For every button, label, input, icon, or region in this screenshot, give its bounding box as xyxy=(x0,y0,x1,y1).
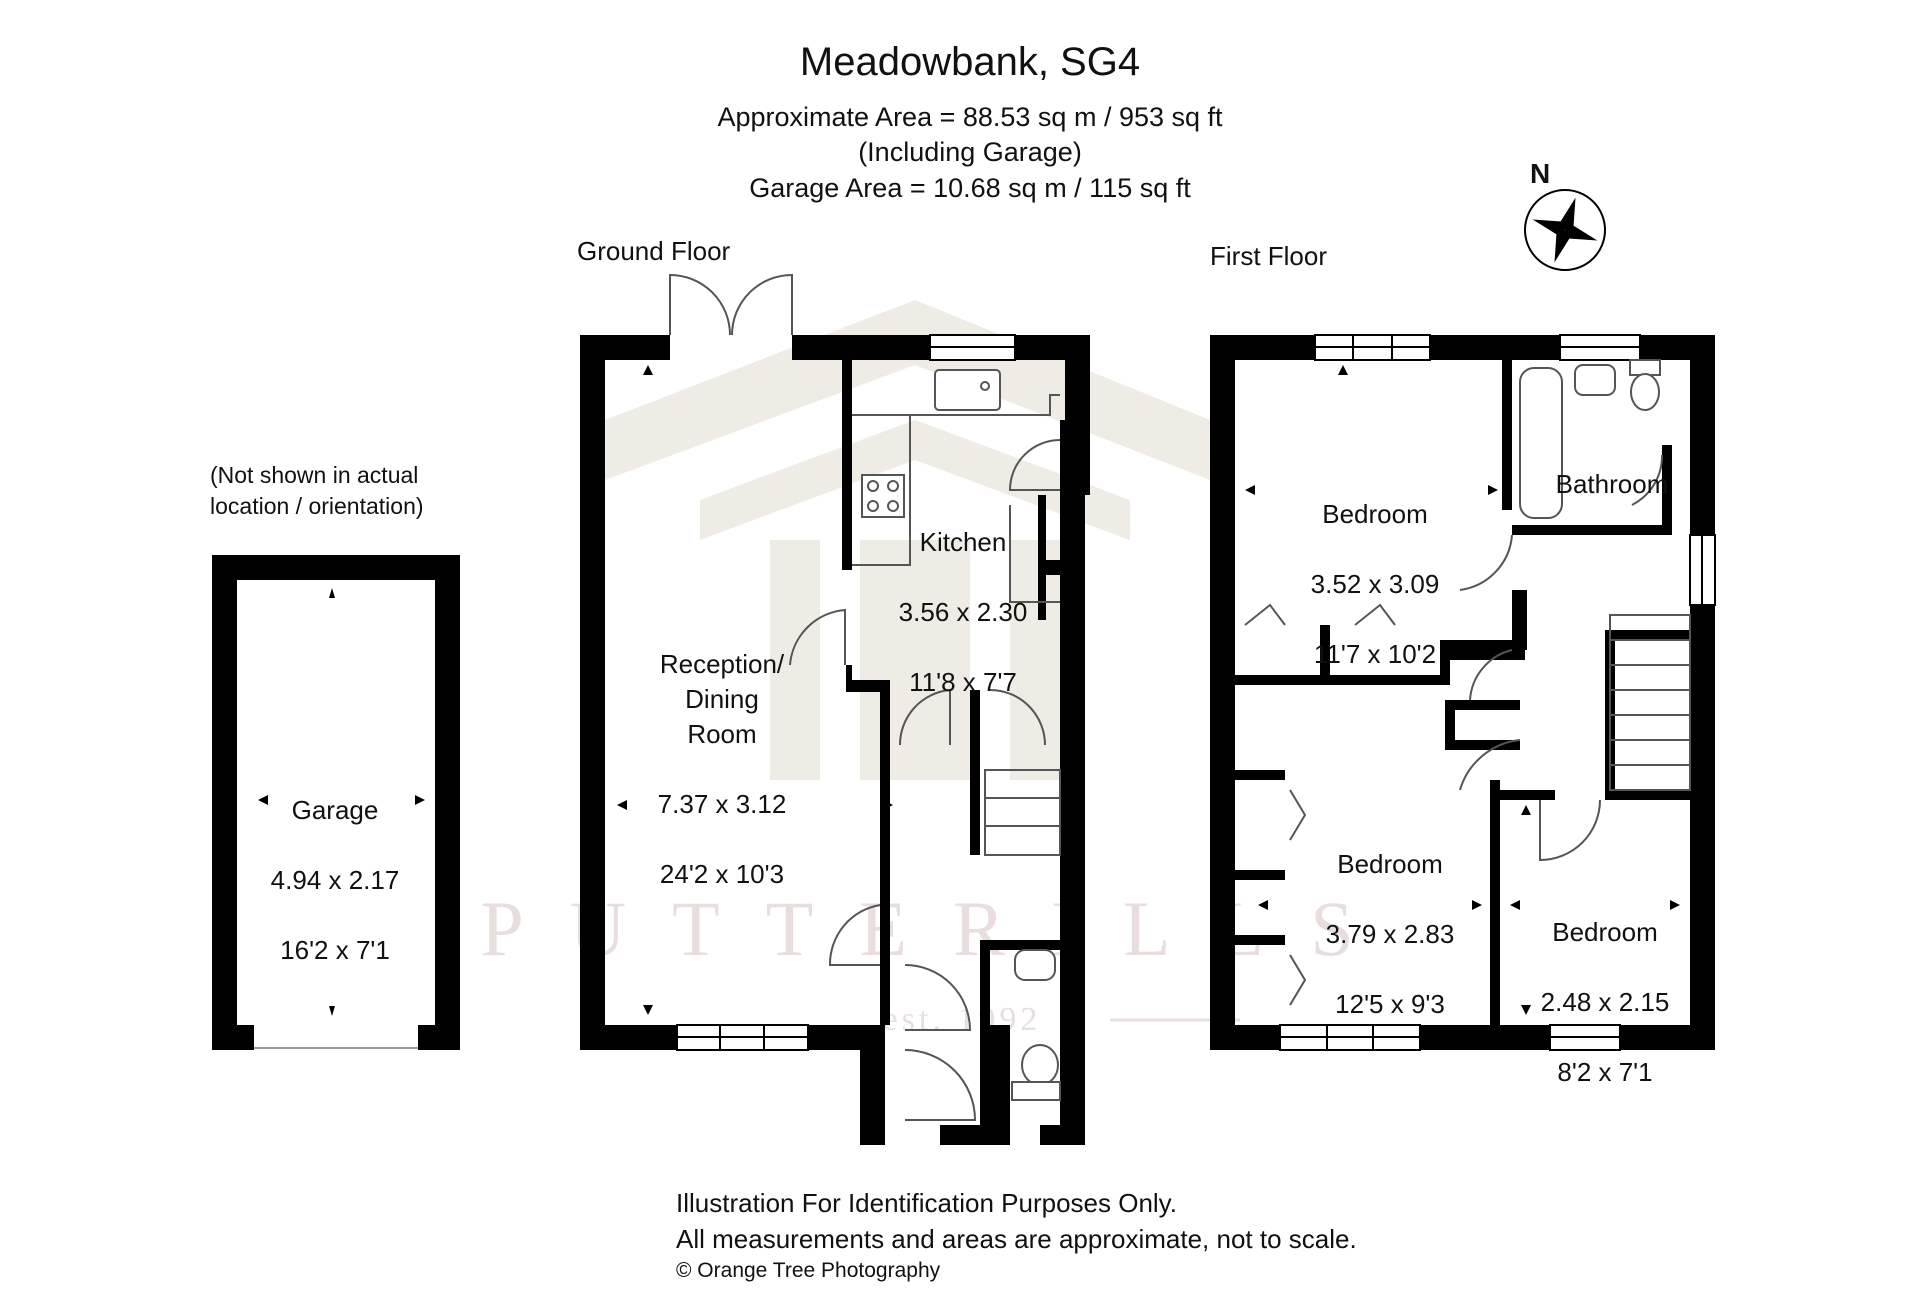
footer-credit: © Orange Tree Photography xyxy=(676,1259,941,1282)
room-metric: 3.79 x 2.83 xyxy=(1325,919,1455,949)
room-imperial: 16'2 x 7'1 xyxy=(280,935,390,965)
room-imperial: 11'7 x 10'2 xyxy=(1313,639,1437,669)
dimension-arrows xyxy=(258,365,1680,1015)
including-garage-note: (Including Garage) xyxy=(858,137,1082,167)
french-doors xyxy=(669,273,793,336)
north-label: N xyxy=(1530,158,1551,189)
ground-floor-label: Ground Floor xyxy=(577,236,731,266)
room-metric: 2.48 x 2.15 xyxy=(1540,987,1670,1017)
room-metric: 3.56 x 2.30 xyxy=(898,597,1028,627)
room-imperial: 12'5 x 9'3 xyxy=(1335,989,1445,1019)
watermark-est: est. 1992 xyxy=(883,1001,1042,1038)
room-bedroom-1: Bedroom 3.52 x 3.09 11'7 x 10'2 xyxy=(1311,462,1440,707)
first-floor-walls xyxy=(1210,335,1715,1050)
garage-location-note: (Not shown in actual location / orientat… xyxy=(210,462,424,519)
room-name: Bedroom xyxy=(1552,917,1658,947)
footer-measurements-note: All measurements and areas are approxima… xyxy=(676,1224,1357,1254)
first-fittings xyxy=(1244,359,1691,1006)
room-metric: 3.52 x 3.09 xyxy=(1310,569,1440,599)
page-title: Meadowbank, SG4 xyxy=(799,40,1141,84)
room-bedroom-3: Bedroom 2.48 x 2.15 8'2 x 7'1 xyxy=(1541,880,1670,1125)
room-bedroom-2: Bedroom 3.79 x 2.83 12'5 x 9'3 xyxy=(1326,812,1455,1057)
kitchen-fittings xyxy=(789,369,1061,1121)
room-name: Kitchen xyxy=(919,527,1007,557)
room-name: Garage xyxy=(291,795,379,825)
approximate-area: Approximate Area = 88.53 sq m / 953 sq f… xyxy=(717,102,1223,132)
room-metric: 4.94 x 2.17 xyxy=(270,865,400,895)
ground-floor-walls xyxy=(580,335,1090,1145)
room-bathroom: Bathroom xyxy=(1556,432,1669,537)
room-name: Bedroom xyxy=(1337,849,1443,879)
room-imperial: 11'8 x 7'7 xyxy=(909,667,1017,697)
room-name: Bedroom xyxy=(1322,499,1428,529)
room-imperial: 8'2 x 7'1 xyxy=(1557,1057,1653,1087)
room-metric: 7.37 x 3.12 xyxy=(657,789,787,819)
garage-walls xyxy=(212,555,460,1050)
room-name: Reception/ Dining Room xyxy=(659,649,785,749)
room-kitchen: Kitchen 3.56 x 2.30 11'8 x 7'7 xyxy=(899,490,1028,735)
watermark-brand: PUTTERILLS xyxy=(480,885,1399,972)
garage-area: Garage Area = 10.68 sq m / 115 sq ft xyxy=(749,173,1191,203)
first-windows xyxy=(1279,334,1716,1051)
compass xyxy=(1524,189,1606,271)
room-garage: Garage 4.94 x 2.17 16'2 x 7'1 xyxy=(271,758,400,1003)
room-imperial: 24'2 x 10'3 xyxy=(659,859,785,889)
ground-windows xyxy=(676,334,1016,1051)
room-reception-dining: Reception/ Dining Room 7.37 x 3.12 24'2 … xyxy=(658,612,787,927)
first-floor-label: First Floor xyxy=(1210,241,1327,271)
footer-disclaimer: Illustration For Identification Purposes… xyxy=(676,1188,1177,1218)
room-name: Bathroom xyxy=(1555,469,1669,499)
